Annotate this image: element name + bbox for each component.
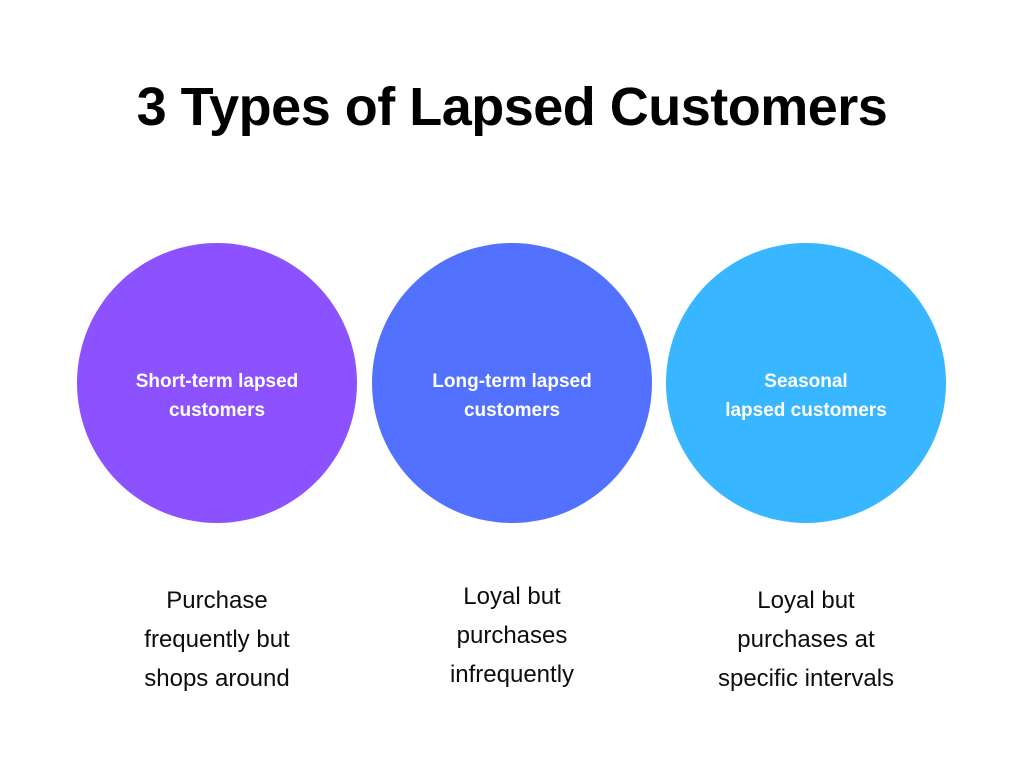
description-seasonal-lapsed: Loyal but purchases at specific interval… bbox=[717, 587, 895, 692]
circle-long-term-lapsed: Long-term lapsed customers bbox=[372, 243, 652, 523]
circle-label-seasonal-lapsed: Seasonal lapsed customers bbox=[725, 371, 887, 421]
circle-seasonal-lapsed: Seasonal lapsed customers bbox=[666, 243, 946, 523]
description-short-term-lapsed: Purchase frequently but shops around bbox=[144, 587, 290, 692]
circle-label-long-term-lapsed: Long-term lapsed customers bbox=[432, 371, 592, 421]
page-title: 3 Types of Lapsed Customers bbox=[136, 77, 888, 137]
description-long-term-lapsed: Loyal but purchases infrequently bbox=[449, 583, 575, 688]
circle-short-term-lapsed: Short-term lapsed customers bbox=[77, 243, 357, 523]
circle-label-short-term-lapsed: Short-term lapsed customers bbox=[135, 371, 299, 421]
